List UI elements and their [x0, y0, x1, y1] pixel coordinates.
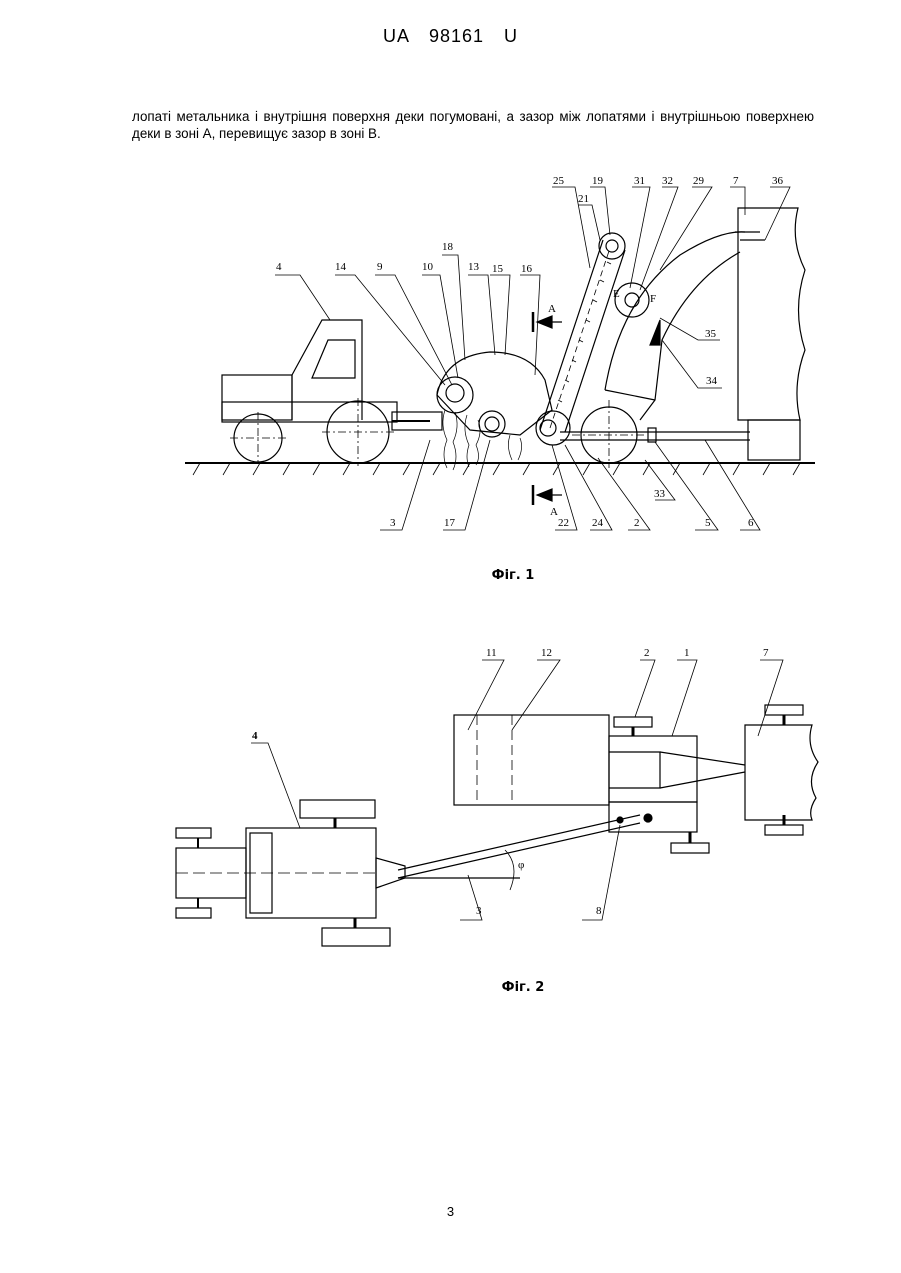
fig2-angle-phi: φ — [518, 859, 524, 871]
fig2-label-7: 7 — [763, 647, 769, 659]
fig2-label-3: 3 — [476, 905, 482, 917]
fig2-label-4: 4 — [252, 730, 258, 742]
fig2-label-12: 12 — [541, 647, 552, 659]
fig2-label-11: 11 — [486, 647, 497, 659]
page-number: 3 — [0, 1204, 901, 1219]
figure-2-caption: Фіг. 2 — [463, 980, 583, 995]
figure-2-drawing: 11 12 2 1 7 4 3 8 φ — [0, 0, 901, 1000]
fig2-label-2: 2 — [644, 647, 650, 659]
fig2-label-8: 8 — [596, 905, 602, 917]
fig2-label-1: 1 — [684, 647, 690, 659]
